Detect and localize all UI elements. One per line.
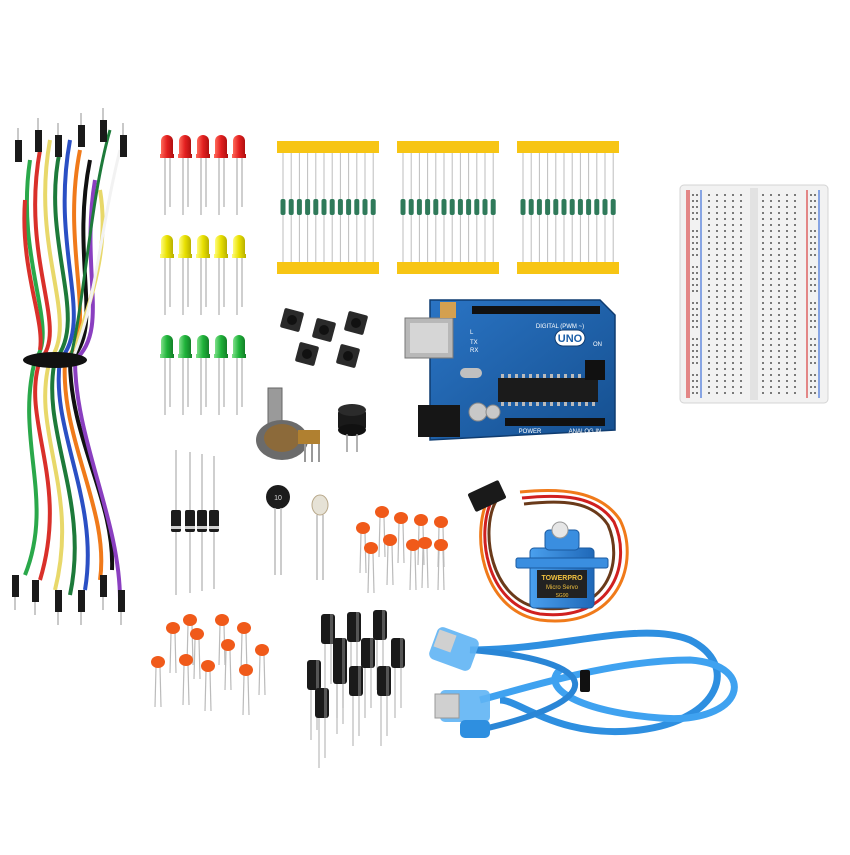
led <box>232 235 246 315</box>
arduino-model-label: UNO <box>558 333 583 345</box>
led <box>214 135 228 215</box>
diode <box>197 454 207 591</box>
arduino-l-label: L <box>470 330 474 336</box>
ceramic-capacitor <box>356 522 370 574</box>
ceramic-capacitor <box>406 539 420 591</box>
push-button <box>336 344 360 368</box>
electrolytic-capacitor <box>361 638 375 718</box>
servo-brand-label: TOWERPRO <box>541 575 583 582</box>
jumper-wires-bundle <box>12 108 127 625</box>
potentiometer <box>256 387 320 462</box>
resistor-strip <box>517 141 619 274</box>
ceramic-capacitor <box>151 656 165 708</box>
resistor-strip <box>277 141 379 274</box>
arduino-analog-label: ANALOG IN <box>569 429 602 435</box>
arduino-rx-label: RX <box>470 348 478 354</box>
ceramic-capacitor <box>383 534 397 586</box>
led <box>178 235 192 315</box>
micro-servo: TOWERPRO Micro Servo SG90 <box>468 480 629 623</box>
servo-model-label: Micro Servo <box>546 585 579 591</box>
breadboard <box>679 184 829 404</box>
push-button <box>280 308 304 332</box>
diodes <box>171 450 219 595</box>
buzzer <box>338 404 366 452</box>
led <box>214 335 228 415</box>
led-rows <box>160 135 246 415</box>
push-button <box>295 342 319 366</box>
resistor-strip <box>397 141 499 274</box>
led <box>196 135 210 215</box>
ceramic-capacitor <box>255 644 269 696</box>
arduino-power-label: POWER <box>519 429 542 435</box>
arduino-tx-label: TX <box>470 340 478 346</box>
ceramic-capacitor <box>201 660 215 712</box>
electrolytic-capacitor <box>377 666 391 746</box>
ceramic-capacitor <box>434 539 448 591</box>
ceramic-capacitor <box>190 628 204 680</box>
ceramic-capacitor <box>166 622 180 674</box>
led <box>196 335 210 415</box>
led <box>232 335 246 415</box>
push-button <box>344 311 368 335</box>
arduino-on-label: ON <box>593 342 602 348</box>
ceramic-capacitors <box>151 506 448 716</box>
ceramic-capacitor <box>394 512 408 564</box>
thermistor-marking: 10 <box>274 495 282 502</box>
servo-size-label: SG90 <box>556 593 569 599</box>
led <box>160 335 174 415</box>
led <box>160 235 174 315</box>
resistor-strips <box>277 141 619 274</box>
photoresistor <box>311 494 329 580</box>
diode <box>209 456 219 589</box>
electrolytic-capacitor <box>333 654 347 734</box>
thermistor: 10 <box>266 485 290 575</box>
led <box>178 335 192 415</box>
push-buttons <box>280 308 368 368</box>
electrolytic-capacitor <box>321 614 335 694</box>
led <box>214 235 228 315</box>
led <box>178 135 192 215</box>
push-button <box>312 318 336 342</box>
electrolytic-capacitor <box>373 610 387 690</box>
ceramic-capacitor <box>239 664 253 716</box>
ceramic-capacitor <box>221 639 235 691</box>
electrolytic-capacitor <box>315 688 329 768</box>
usb-cable <box>429 627 738 738</box>
ceramic-capacitor <box>364 542 378 594</box>
diode <box>185 452 195 593</box>
arduino-digital-label: DIGITAL (PWM ~) <box>536 324 584 330</box>
electrolytic-capacitor <box>391 638 405 718</box>
led <box>196 235 210 315</box>
led <box>160 135 174 215</box>
electrolytic-capacitors <box>307 610 405 768</box>
arduino-uno-board: UNO DIGITAL (PWM ~) POWER ANALOG IN TX R… <box>404 299 616 441</box>
diode <box>171 450 181 595</box>
led <box>232 135 246 215</box>
ceramic-capacitor <box>418 537 432 589</box>
electrolytic-capacitor <box>349 666 363 746</box>
ceramic-capacitor <box>179 654 193 706</box>
